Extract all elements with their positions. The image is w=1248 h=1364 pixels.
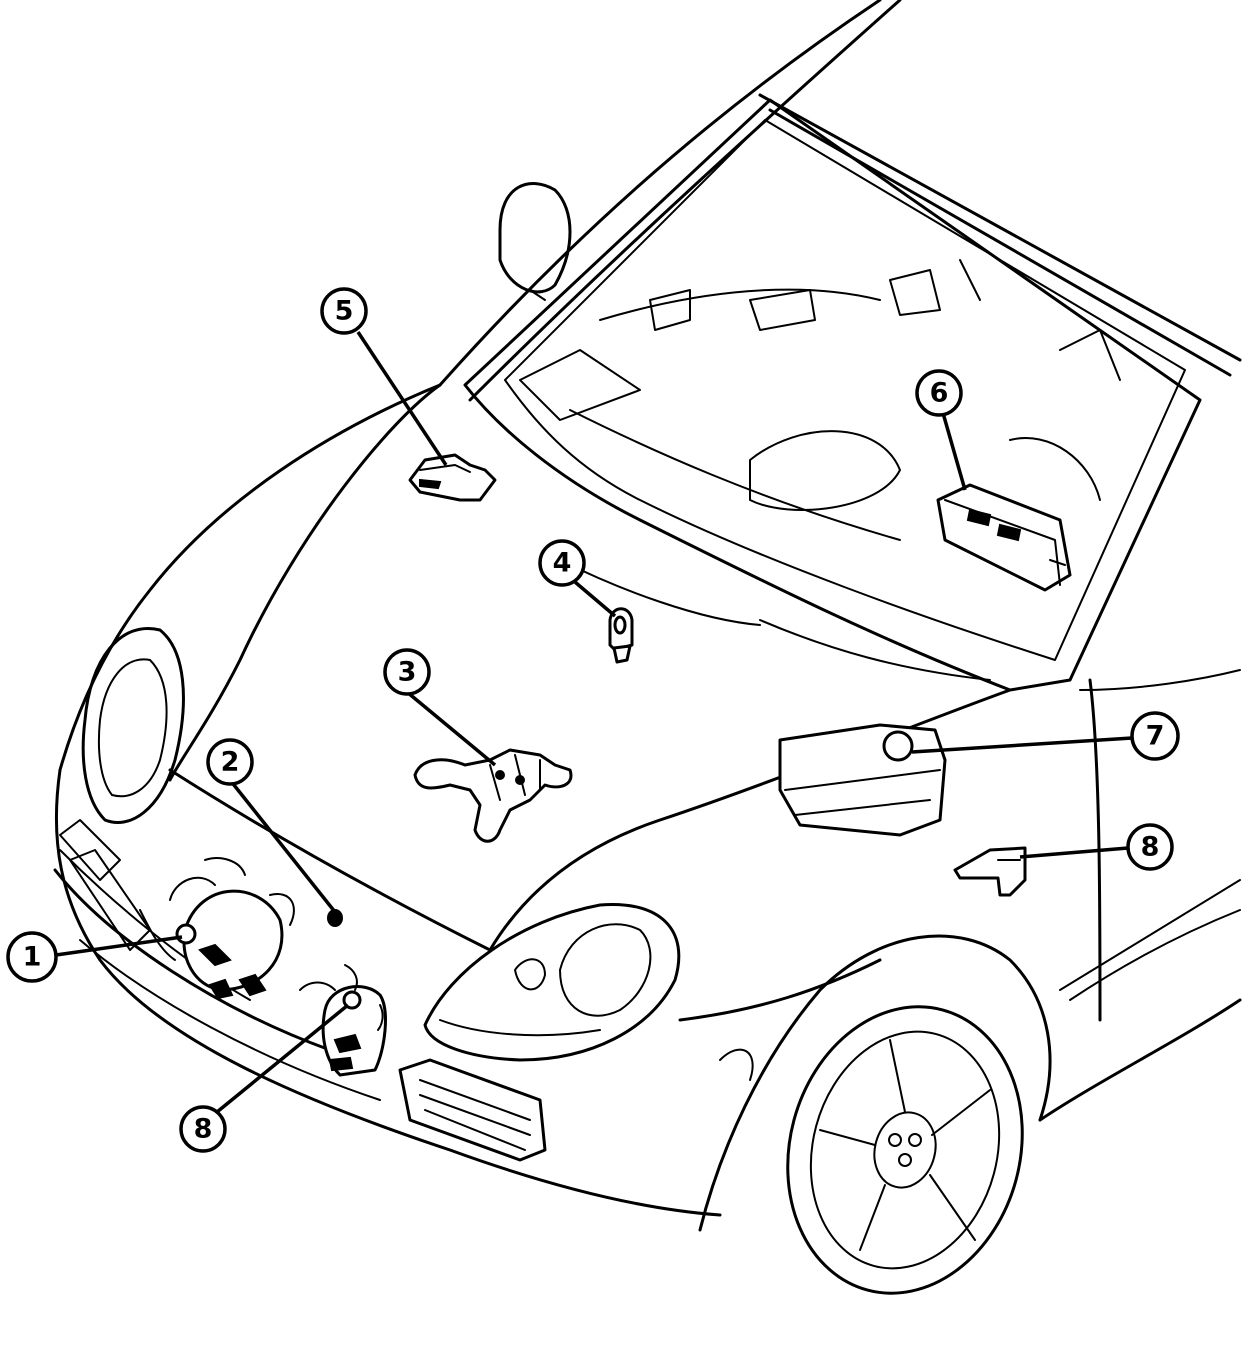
part-2-component: [327, 909, 343, 927]
leader-5: [356, 331, 448, 466]
leader-6: [941, 412, 967, 491]
callout-8-fender-label: 8: [1141, 832, 1160, 863]
callout-8-front-label: 8: [194, 1114, 213, 1145]
leader-7: [911, 736, 1133, 754]
part-3-component: [413, 748, 573, 843]
part-8-front-component: [299, 964, 387, 1077]
part-8-fender-component: [953, 846, 1027, 897]
leader-8-fender: [1019, 846, 1129, 859]
callout-5: 5: [320, 287, 368, 335]
callout-6-label: 6: [930, 378, 949, 409]
leader-4: [573, 580, 617, 618]
callout-2-label: 2: [221, 747, 240, 778]
part-1-component: [139, 857, 295, 1000]
part-5-component: [408, 453, 497, 502]
callout-2: 2: [206, 738, 254, 786]
leader-8-front: [215, 1003, 350, 1114]
callout-1-label: 1: [23, 942, 42, 973]
callout-5-label: 5: [335, 296, 354, 327]
callout-6: 6: [915, 369, 963, 417]
car-body: [53, 0, 1242, 1295]
part-7-component: [778, 723, 947, 837]
callout-1: 1: [6, 931, 58, 983]
leader-2: [228, 778, 337, 914]
part-6-component: [936, 483, 1072, 592]
callout-8-front: 8: [179, 1105, 227, 1153]
leader-3: [405, 690, 497, 767]
callout-3-label: 3: [398, 657, 417, 688]
callout-8-fender: 8: [1126, 823, 1174, 871]
callout-3: 3: [383, 648, 431, 696]
callout-4-label: 4: [553, 548, 572, 579]
leader-lines: [55, 331, 1133, 1114]
callout-4: 4: [538, 539, 586, 587]
callout-7: 7: [1130, 711, 1180, 761]
callout-7-label: 7: [1146, 721, 1165, 752]
leader-1: [55, 935, 183, 957]
